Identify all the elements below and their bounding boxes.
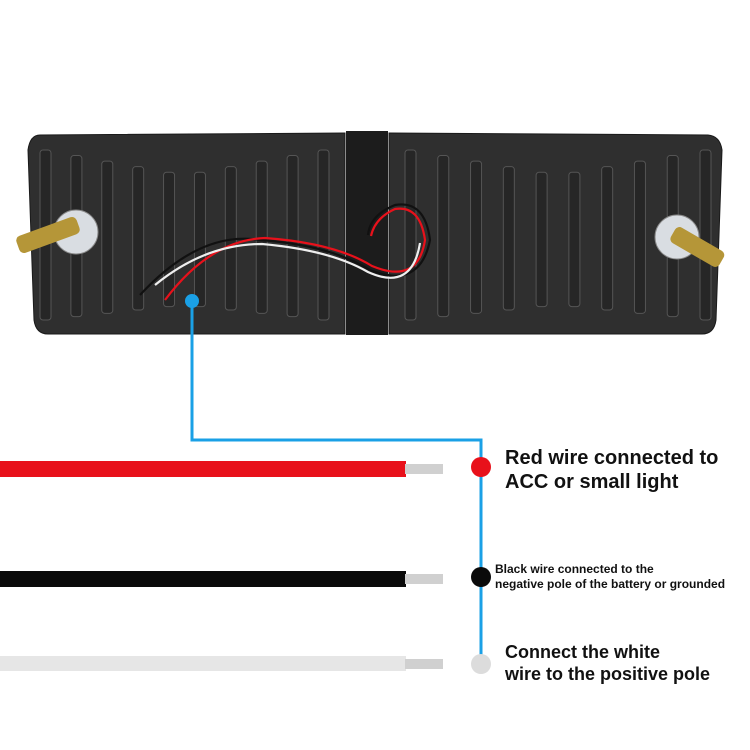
vent-slot <box>601 166 614 311</box>
black-wire-label: Black wire connected to the negative pol… <box>495 562 725 592</box>
white-wire <box>0 656 443 671</box>
black-wire <box>0 571 443 587</box>
black-label-line-1: Black wire connected to the <box>495 562 654 576</box>
vent-slot <box>437 155 450 318</box>
vent-slot <box>633 160 646 314</box>
red-wire-label: Red wire connected to ACC or small light <box>505 446 718 494</box>
vent-slot <box>535 171 548 308</box>
cable-loop <box>139 203 432 301</box>
leader-origin-dot <box>185 294 199 308</box>
left-bolt <box>16 209 99 255</box>
vent-slot <box>568 171 581 308</box>
white-wire-label: Connect the white wire to the positive p… <box>505 641 710 685</box>
red-label-line-2: ACC or small light <box>505 471 679 493</box>
leader-line <box>190 302 483 665</box>
light-housing <box>27 131 723 335</box>
center-divider <box>346 131 388 335</box>
vent-slot <box>286 155 299 318</box>
vent-slot <box>317 149 330 321</box>
vent-slot <box>502 166 515 311</box>
red-label-line-1: Red wire connected to <box>505 447 719 469</box>
red-wire <box>0 461 443 477</box>
black-dot <box>471 567 491 587</box>
white-label-line-1: Connect the white <box>505 642 661 662</box>
vent-slot <box>699 149 712 321</box>
white-label-line-2: wire to the positive pole <box>505 664 711 684</box>
red-dot <box>471 457 491 477</box>
black-label-line-2: negative pole of the battery or grounded <box>495 577 726 591</box>
right-bolt <box>654 214 725 267</box>
white-dot <box>471 654 491 674</box>
vent-slot <box>163 171 176 308</box>
vent-slot <box>193 171 206 308</box>
vent-slot <box>132 166 145 311</box>
vent-slot <box>404 149 417 321</box>
vent-slot <box>470 160 483 314</box>
vent-slot <box>101 160 114 314</box>
